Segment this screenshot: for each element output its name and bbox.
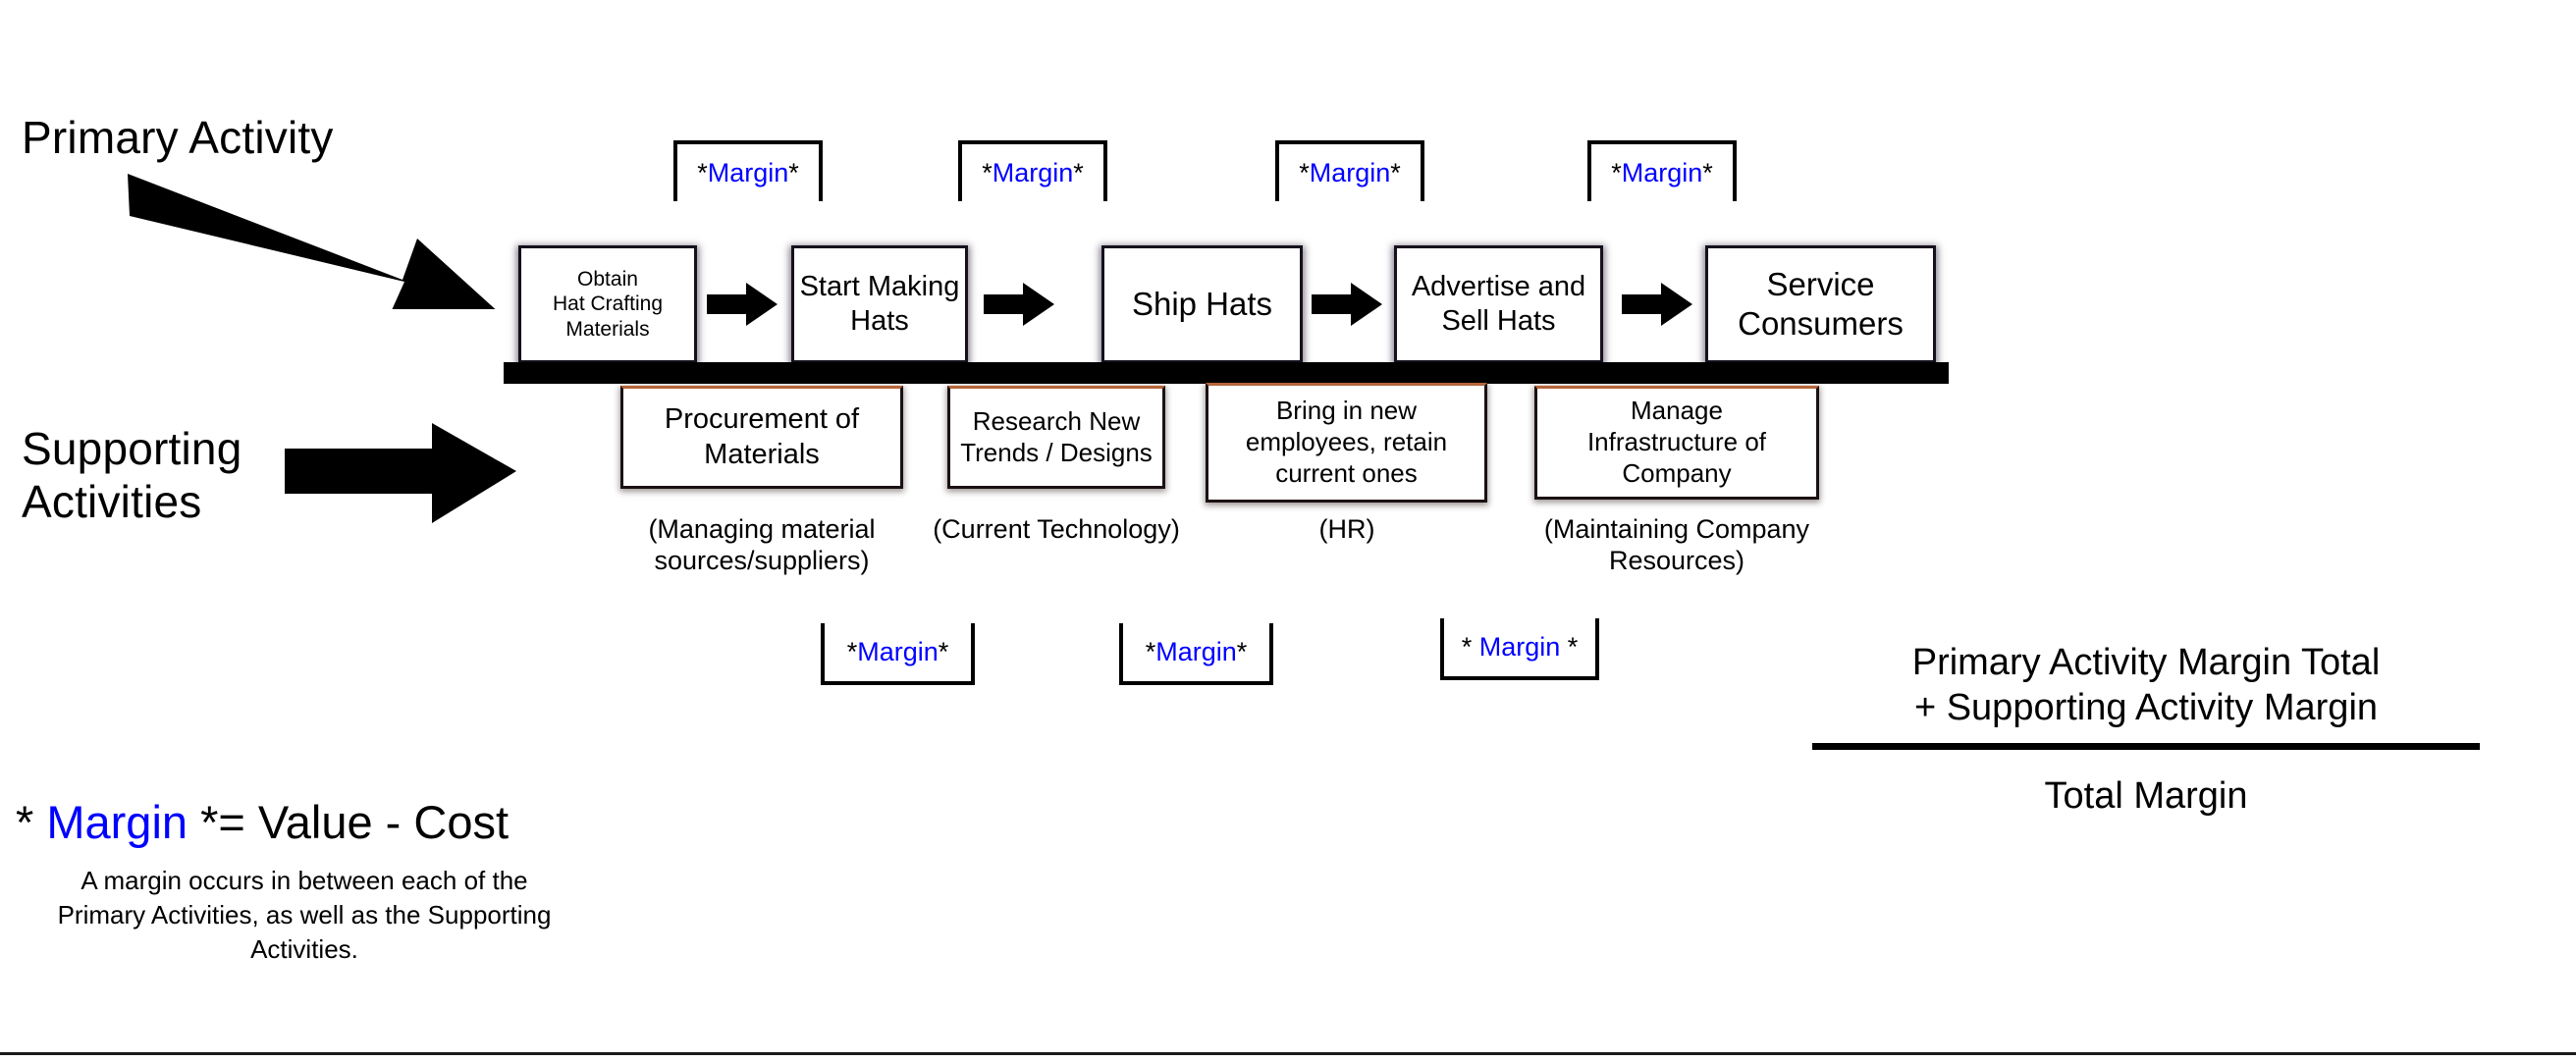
asterisk-left: *	[1461, 632, 1473, 662]
support-box-human-resources[interactable]: Bring in new employees, retain current o…	[1206, 383, 1487, 503]
legend-asterisk-right: *	[200, 796, 219, 848]
supporting-activities-line2: Activities	[22, 476, 202, 528]
margin-text: *Margin*	[982, 158, 1084, 188]
primary-box-start-making-hats[interactable]: Start Making Hats	[791, 245, 968, 363]
flow-arrow-icon-2	[984, 283, 1054, 326]
support-box-procurement[interactable]: Procurement of Materials	[620, 386, 903, 489]
margin-word: Margin	[1472, 632, 1568, 662]
support-caption-human-resources: (HR)	[1318, 514, 1375, 544]
asterisk-left: *	[846, 637, 858, 666]
margin-text: *Margin*	[1299, 158, 1401, 188]
legend-asterisk-left: *	[16, 796, 34, 848]
margin-text: *Margin*	[1611, 158, 1713, 188]
supporting-margin-bracket-2: *Margin*	[1119, 623, 1273, 685]
primary-margin-bracket-1: *Margin*	[673, 140, 823, 201]
primary-box-label: Service Consumers	[1738, 265, 1904, 342]
asterisk-left: *	[982, 157, 993, 187]
support-box-research-trends[interactable]: Research New Trends / Designs	[947, 386, 1165, 489]
legend-body-line-3: Activities.	[250, 934, 358, 965]
asterisk-right: *	[1567, 632, 1579, 662]
formula-divider	[1812, 742, 2480, 750]
asterisk-left: *	[1611, 157, 1622, 187]
legend-body-line-1: A margin occurs in between each of the	[80, 866, 528, 895]
asterisk-left: *	[697, 157, 708, 187]
page-bottom-rule	[0, 1052, 2576, 1055]
primary-margin-bracket-2: *Margin*	[958, 140, 1107, 201]
support-caption-research-trends: (Current Technology)	[933, 514, 1180, 544]
primary-box-label: Start Making Hats	[799, 270, 960, 337]
margin-text: *Margin*	[1146, 637, 1248, 667]
primary-box-label: Obtain Hat Crafting Materials	[552, 267, 664, 341]
legend-equation: = Value - Cost	[218, 796, 510, 848]
supporting-margin-bracket-1: *Margin*	[821, 623, 975, 685]
margin-word: Margin	[857, 637, 939, 666]
primary-box-ship-hats[interactable]: Ship Hats	[1101, 245, 1303, 363]
value-chain-spine-bar	[504, 362, 1949, 384]
legend-title: * Margin *= Value - Cost	[16, 797, 509, 848]
primary-margin-bracket-4: *Margin*	[1587, 140, 1737, 201]
primary-activity-arrow-icon	[118, 162, 510, 309]
asterisk-right: *	[1236, 637, 1248, 666]
formula-total-label: Total Margin	[2044, 774, 2248, 817]
flow-arrow-icon-1	[707, 283, 778, 326]
margin-word: Margin	[1155, 637, 1237, 666]
support-caption-manage-infrastructure: (Maintaining Company Resources)	[1543, 514, 1810, 576]
primary-box-service-consumers[interactable]: Service Consumers	[1705, 245, 1936, 363]
asterisk-right: *	[938, 637, 949, 666]
margin-word: Margin	[992, 157, 1074, 187]
legend-margin-word: Margin	[46, 796, 188, 848]
asterisk-right: *	[1073, 157, 1084, 187]
supporting-activities-arrow-icon	[285, 417, 520, 530]
asterisk-left: *	[1299, 157, 1310, 187]
total-margin-formula: Primary Activity Margin Total + Supporti…	[1812, 640, 2480, 818]
asterisk-right: *	[1702, 157, 1713, 187]
legend-body: A margin occurs in between each of the P…	[29, 864, 579, 967]
margin-word: Margin	[1621, 157, 1703, 187]
primary-box-label: Advertise and Sell Hats	[1411, 270, 1586, 337]
asterisk-right: *	[1390, 157, 1401, 187]
support-box-label: Research New Trends / Designs	[960, 405, 1153, 467]
formula-line-supporting: + Supporting Activity Margin	[1913, 687, 2379, 729]
support-box-label: Procurement of Materials	[664, 403, 860, 470]
asterisk-left: *	[1145, 637, 1156, 666]
legend-body-line-2: Primary Activities, as well as the Suppo…	[57, 900, 552, 930]
asterisk-right: *	[788, 157, 799, 187]
primary-activity-label: Primary Activity	[22, 112, 334, 163]
formula-line-primary: Primary Activity Margin Total	[1911, 642, 2381, 683]
supporting-activities-label: Supporting Activities	[22, 422, 242, 529]
support-caption-procurement: (Managing material sources/suppliers)	[648, 514, 876, 576]
support-box-label: Bring in new employees, retain current o…	[1245, 396, 1448, 488]
primary-margin-bracket-3: *Margin*	[1275, 140, 1424, 201]
primary-box-label: Ship Hats	[1131, 285, 1273, 322]
supporting-margin-bracket-3: * Margin *	[1440, 618, 1599, 680]
margin-word: Margin	[1309, 157, 1391, 187]
flow-arrow-icon-3	[1312, 283, 1382, 326]
support-box-label: Manage Infrastructure of Company	[1586, 396, 1767, 488]
flow-arrow-icon-4	[1622, 283, 1692, 326]
margin-text: * Margin *	[1462, 632, 1579, 663]
support-box-manage-infrastructure[interactable]: Manage Infrastructure of Company	[1534, 386, 1819, 500]
primary-box-obtain-materials[interactable]: Obtain Hat Crafting Materials	[518, 245, 697, 363]
supporting-activities-line1: Supporting	[22, 423, 242, 474]
margin-word: Margin	[707, 157, 789, 187]
margin-text: *Margin*	[847, 637, 949, 667]
primary-box-advertise-sell-hats[interactable]: Advertise and Sell Hats	[1394, 245, 1603, 363]
margin-text: *Margin*	[697, 158, 799, 188]
